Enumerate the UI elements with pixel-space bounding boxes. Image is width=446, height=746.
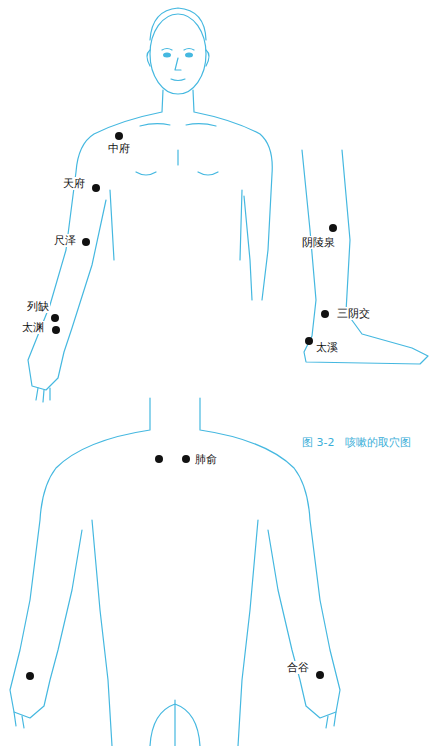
chest-line <box>136 150 218 175</box>
back-torso-side <box>92 520 258 746</box>
point-label: 太渊 <box>21 321 45 334</box>
right-inner-arm <box>244 196 252 300</box>
fingers <box>36 388 50 402</box>
nose-mouth <box>171 58 185 81</box>
eye <box>163 53 171 58</box>
point-label: 合谷 <box>286 661 310 674</box>
torso-side <box>110 190 242 260</box>
point-label: 中府 <box>107 142 131 155</box>
leg-outline <box>302 150 428 364</box>
eye-line <box>162 49 194 51</box>
hair-line <box>150 8 206 40</box>
right-arm-outline <box>193 90 272 300</box>
back-left-arm <box>10 398 150 718</box>
buttock-line <box>150 700 200 746</box>
acupoint-dots <box>26 132 337 680</box>
left-arm-outline <box>28 90 163 390</box>
point-label: 肺俞 <box>194 453 218 466</box>
fingers <box>14 712 336 728</box>
point-label: 阴陵泉 <box>301 236 336 249</box>
point-label: 天府 <box>62 177 86 190</box>
point-label: 三阴交 <box>336 307 371 320</box>
clavicle <box>140 124 216 126</box>
point-label: 太溪 <box>315 341 339 354</box>
figure-caption: 图 3-2 咳嗽的取穴图 <box>301 436 412 449</box>
head-outline <box>150 14 206 94</box>
point-label: 尺泽 <box>53 234 77 247</box>
point-label: 列缺 <box>26 300 50 313</box>
eye <box>185 53 193 58</box>
